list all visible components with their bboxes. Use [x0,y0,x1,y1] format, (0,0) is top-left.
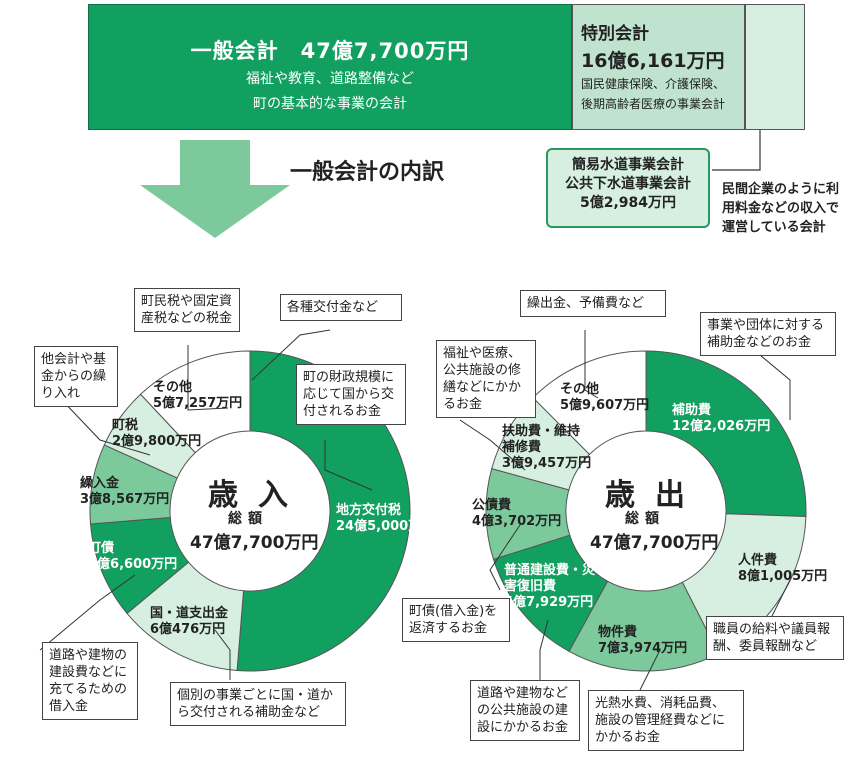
callout-rev-transfer: 他会計や基金からの繰り入れ [34,346,118,407]
revenue-total-label: 総額 [228,511,268,527]
corporate-line-1: 簡易水道事業会計 [572,157,684,173]
callout-exp-debt: 町債(借入金)を返済するお金 [402,598,510,642]
revenue-total-value: 47億7,700万円 [190,533,319,553]
general-account-title: 一般会計 47億7,700万円 [190,39,470,63]
callout-exp-salary: 職員の給料や議員報酬、委員報酬など [706,616,844,660]
corporate-note: 民間企業のように利用料金などの収入で運営している会計 [722,182,840,235]
down-arrow-icon [140,140,290,238]
special-account-title: 特別会計 [581,24,649,44]
callout-exp-hojo: 事業や団体に対する補助金などのお金 [700,312,836,356]
special-account-box: 特別会計 16億6,161万円 国民健康保険、介護保険、 後期高齢者医療の事業会… [572,4,745,130]
callout-leader-lines [39,329,791,705]
corporate-line-2: 公共下水道事業会計 [565,176,691,192]
revenue-slice-5 [139,350,251,454]
general-account-desc-2: 町の基本的な事業の会計 [253,96,407,112]
special-account-desc-2: 後期高齢者医療の事業会計 [581,97,726,111]
callout-rev-bond: 道路や建物の建設費などに充てるための借入金 [42,642,138,720]
callout-rev-subsidy: 個別の事業ごとに国・道から交付される補助金など [170,682,346,726]
callout-rev-grants: 各種交付金など [280,294,402,321]
breakdown-title: 一般会計の内訳 [290,160,445,185]
callout-exp-welfare: 福祉や医療、公共施設の修繕などにかかるお金 [436,340,536,418]
expenditure-slice-6 [532,350,647,456]
expenditure-total-label: 総額 [625,511,665,527]
special-account-value: 16億6,161万円 [581,50,725,72]
expenditure-title: 歳出 [605,478,705,513]
callout-exp-goods: 光熱水費、消耗品費、施設の管理経費などにかかるお金 [588,690,744,751]
expenditure-slice-0 [645,350,807,517]
corporate-account-box: 簡易水道事業会計 公共下水道事業会計 5億2,984万円 [546,148,710,228]
general-account-box: 一般会計 47億7,700万円 福祉や教育、道路整備など 町の基本的な事業の会計 [88,4,572,130]
revenue-title: 歳入 [208,478,308,513]
callout-exp-construction: 道路や建物などの公共施設の建設にかかるお金 [470,680,580,741]
general-account-desc-1: 福祉や教育、道路整備など [246,71,414,87]
expenditure-total-value: 47億7,700万円 [590,533,719,553]
callout-exp-other: 繰出金、予備費など [520,290,666,317]
corporate-value: 5億2,984万円 [579,195,677,211]
callout-rev-kotsuzei: 町の財政規模に応じて国から交付されるお金 [296,364,406,425]
callout-rev-tax: 町民税や固定資産税などの税金 [134,288,240,332]
special-account-desc-1: 国民健康保険、介護保険、 [581,77,726,91]
corporate-account-bar [745,4,805,130]
